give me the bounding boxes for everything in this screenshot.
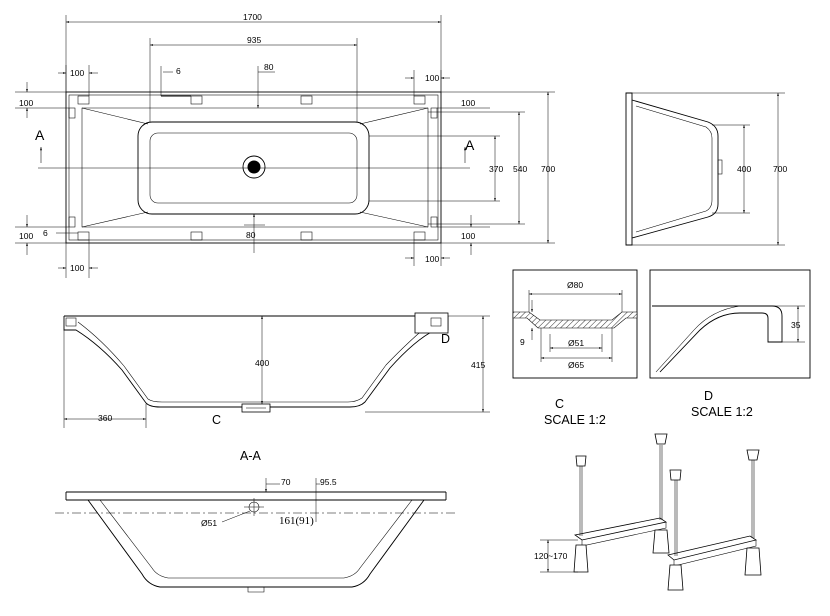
dim-leg-adjust: 120~170: [534, 551, 568, 561]
dim-400-section: 400: [255, 358, 269, 368]
dim-400-side: 400: [737, 164, 751, 174]
detail-c-scale: SCALE 1:2: [544, 413, 606, 427]
section-mark-left: A: [35, 127, 45, 143]
dim-70: 70: [281, 477, 291, 487]
dim-100-left-bottom: 100: [19, 231, 33, 241]
long-section-view: 400 415 360 C D: [63, 312, 490, 428]
dim-c-9: 9: [520, 337, 525, 347]
top-view-outline: [65, 91, 442, 244]
leg-sets: 120~170: [534, 433, 762, 591]
dim-161-91: 161(91): [279, 515, 314, 527]
dim-360: 360: [98, 413, 112, 423]
dim-d-35: 35: [791, 320, 801, 330]
dim-100-bottom-right: 100: [425, 254, 439, 264]
section-mark-right: A: [465, 137, 475, 153]
section-aa-title: A-A: [240, 449, 262, 463]
drain-dia-51: Ø51: [201, 518, 217, 528]
dim-700-top: 700: [541, 164, 555, 174]
top-view: A A 1700 935 100 6 80 100: [15, 12, 555, 278]
section-aa: A-A Ø51 70 95.5 161(91): [55, 449, 455, 593]
dim-700-side: 700: [773, 164, 787, 174]
dim-inner-length-935: 935: [247, 35, 261, 45]
detail-d-mark: D: [441, 332, 450, 346]
dim-100-top-right: 100: [425, 73, 439, 83]
dim-6-bottom: 6: [43, 228, 48, 238]
dim-100-left-top: 100: [19, 98, 33, 108]
detail-d-scale: SCALE 1:2: [691, 405, 753, 419]
side-view: 700 400: [625, 92, 787, 246]
detail-c-mark: C: [212, 413, 221, 427]
drain-circle: [242, 155, 266, 179]
dim-length-1700: 1700: [243, 12, 262, 22]
dim-6-top: 6: [176, 66, 181, 76]
dim-370: 370: [489, 164, 503, 174]
dim-c-80: Ø80: [567, 280, 583, 290]
dim-100-bottom-left: 100: [70, 263, 84, 273]
detail-c-label: C: [555, 397, 564, 411]
dim-c-65: Ø65: [568, 360, 584, 370]
detail-d-box: [414, 312, 449, 334]
dim-415: 415: [471, 360, 485, 370]
dim-80-top: 80: [264, 62, 274, 72]
dim-100-right-bottom: 100: [461, 231, 475, 241]
dim-95-5: 95.5: [320, 477, 337, 487]
dim-540: 540: [513, 164, 527, 174]
detail-c: Ø80 Ø51 Ø65 9 C SCALE 1:2: [512, 269, 638, 427]
dim-80-bottom: 80: [246, 230, 256, 240]
detail-d-label: D: [704, 389, 713, 403]
detail-d: 35 D SCALE 1:2: [649, 269, 811, 419]
dim-100-top-left: 100: [70, 68, 84, 78]
dim-c-51: Ø51: [568, 338, 584, 348]
dim-100-right-top: 100: [461, 98, 475, 108]
